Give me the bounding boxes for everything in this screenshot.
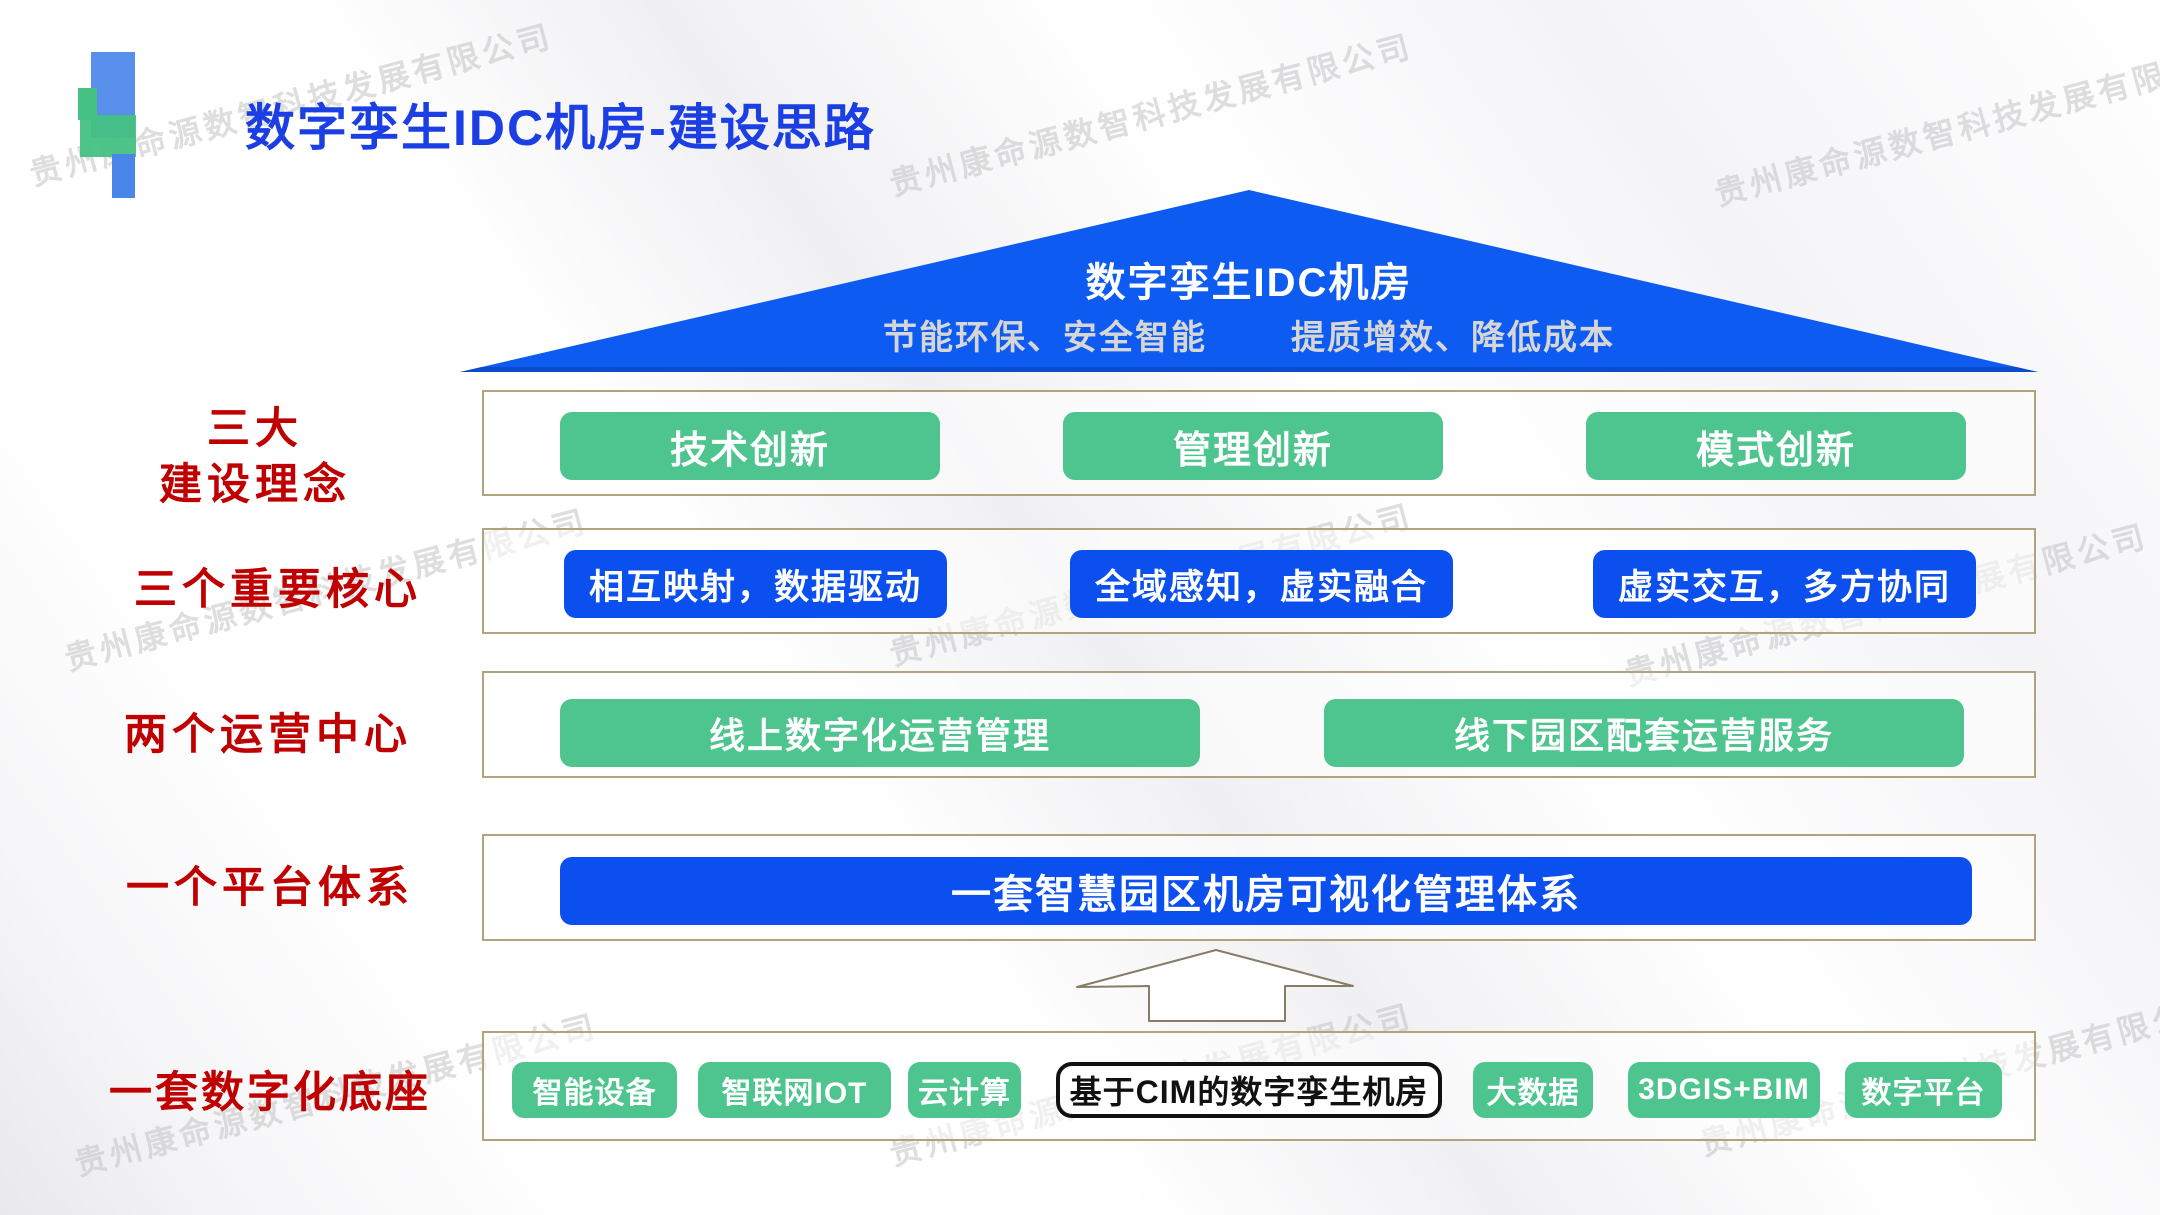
section-label-line: 三大: [207, 405, 303, 453]
section-box-platform: 一套智慧园区机房可视化管理体系: [482, 834, 2036, 941]
pill-mgmt-innovation: 管理创新: [1063, 412, 1443, 480]
company-logo: [78, 42, 198, 202]
pill-virtual-interact: 虚实交互，多方协同: [1593, 550, 1976, 618]
section-label-centers: 两个运营中心: [124, 711, 412, 759]
section-box-foundation: 智能设备 智联网IOT 云计算 基于CIM的数字孪生机房 大数据 3DGIS+B…: [482, 1031, 2036, 1141]
page-title: 数字孪生IDC机房-建设思路: [245, 100, 876, 156]
roof-title: 数字孪生IDC机房: [1085, 261, 1413, 305]
pill-cim-digital-twin: 基于CIM的数字孪生机房: [1056, 1062, 1442, 1118]
pill-global-sensing: 全域感知，虚实融合: [1070, 550, 1453, 618]
pill-model-innovation: 模式创新: [1586, 412, 1966, 480]
section-label-line: 建设理念: [159, 460, 351, 509]
section-label-concepts: 三大 建设理念: [105, 402, 405, 514]
pill-offline-ops: 线下园区配套运营服务: [1324, 699, 1964, 767]
section-label-platform: 一个平台体系: [126, 864, 414, 912]
pill-tech-innovation: 技术创新: [560, 412, 940, 480]
section-label-foundation: 一套数字化底座: [109, 1069, 431, 1117]
pill-digital-platform: 数字平台: [1845, 1062, 2002, 1118]
pill-cloud-computing: 云计算: [908, 1062, 1021, 1118]
watermark: 贵州康命源数智科技发展有限公司: [885, 27, 1417, 203]
section-box-centers: 线上数字化运营管理 线下园区配套运营服务: [482, 671, 2036, 778]
pill-smart-devices: 智能设备: [512, 1062, 677, 1118]
section-box-cores: 相互映射，数据驱动 全域感知，虚实融合 虚实交互，多方协同: [482, 528, 2036, 634]
watermark: 贵州康命源数智科技发展有限公司: [1710, 37, 2160, 213]
logo-green-block: [80, 115, 136, 157]
section-box-concepts: 技术创新 管理创新 模式创新: [482, 390, 2036, 496]
logo-blue-block: [112, 154, 135, 198]
pill-3dgis-bim: 3DGIS+BIM: [1628, 1062, 1820, 1118]
up-arrow-icon: [1076, 949, 1354, 1022]
roof-tagline-left: 节能环保、安全智能: [883, 319, 1207, 357]
logo-green-block: [78, 88, 97, 120]
roof-taglines: 节能环保、安全智能 提质增效、降低成本: [460, 310, 2038, 359]
section-label-cores: 三个重要核心: [134, 566, 422, 614]
roof-shape: 数字孪生IDC机房 节能环保、安全智能 提质增效、降低成本: [460, 190, 2038, 372]
pill-platform-system: 一套智慧园区机房可视化管理体系: [560, 857, 1972, 925]
pill-mutual-mapping: 相互映射，数据驱动: [564, 550, 947, 618]
pill-iot: 智联网IOT: [698, 1062, 891, 1118]
pill-online-ops: 线上数字化运营管理: [560, 699, 1200, 767]
roof-tagline-right: 提质增效、降低成本: [1291, 319, 1615, 357]
pill-big-data: 大数据: [1473, 1062, 1593, 1118]
